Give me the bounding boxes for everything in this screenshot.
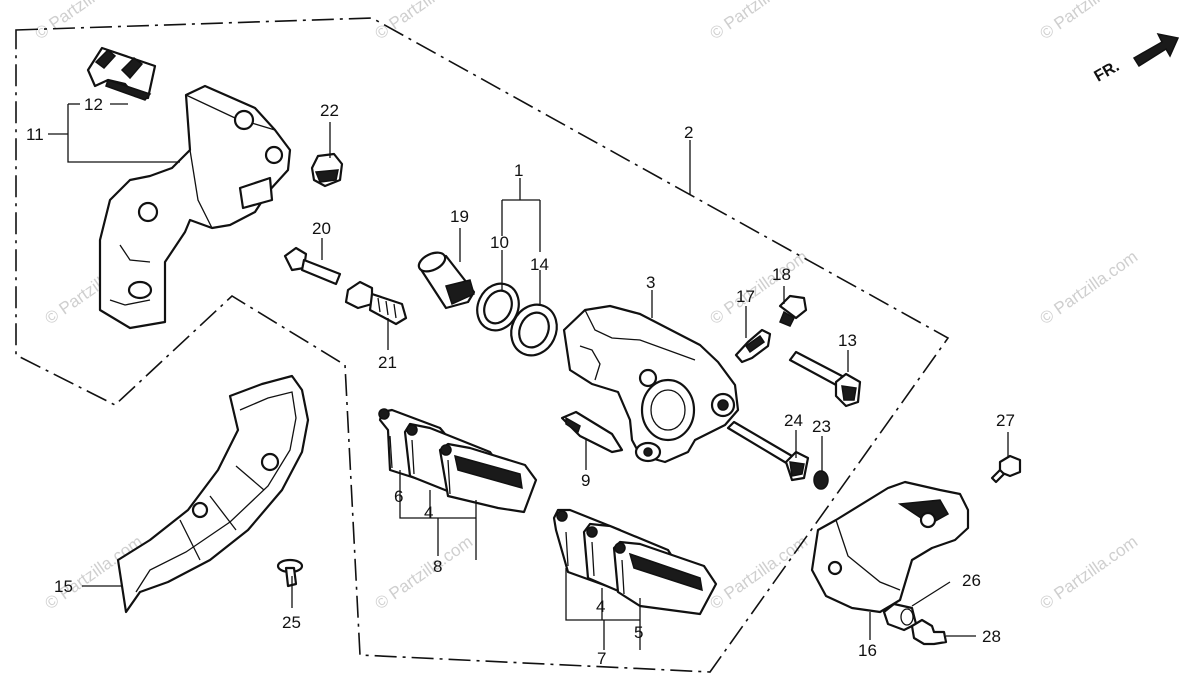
front-direction-arrow: FR. [1092,32,1180,86]
callout-21: 21 [378,353,397,372]
bolt-27-part [990,454,1022,484]
callout-5: 5 [634,623,643,642]
bolt-nut-22-part [310,152,344,188]
callout-labels: 1 2 3 4 4 5 6 7 8 9 10 11 12 13 14 15 16… [26,95,1015,668]
callout-7: 7 [597,649,606,668]
bolt-28-part [910,618,948,646]
disc-cover-part [116,374,310,614]
callout-4: 4 [596,597,605,616]
callout-25: 25 [282,613,301,632]
callout-23: 23 [812,417,831,436]
watermark: © Partzilla.com [31,0,136,43]
watermark: © Partzilla.com [371,532,476,613]
pad-spring-part [86,46,157,101]
callout-20: 20 [312,219,331,238]
callout-11: 11 [26,125,44,144]
caliper-guard-part [810,480,970,614]
watermark: © Partzilla.com [1036,247,1141,328]
callout-8: 8 [433,557,442,576]
pin-bolt-21-part [344,280,408,326]
callout-12: 12 [84,95,103,114]
callout-13: 13 [838,331,857,350]
pin-plug-part [813,470,829,490]
pad-pin-part [726,420,810,482]
callout-22: 22 [320,101,339,120]
screw-25-part [276,558,304,588]
callout-14: 14 [530,255,549,274]
brake-pad-set-7-part [552,508,718,616]
piston-part [417,251,476,310]
caliper-bracket-part [98,84,292,330]
dust-seal-part [510,303,558,357]
watermark: © Partzilla.com [371,0,476,43]
front-arrow-icon [1132,32,1180,68]
leader-lines [48,103,1009,650]
pin-bolt-13-part [788,350,862,408]
callout-2: 2 [684,123,693,142]
pin-bolt-20-part [283,246,342,286]
bleeder-cap-part [778,294,808,327]
collar-part [882,602,918,632]
callout-28: 28 [982,627,1001,646]
callout-15: 15 [54,577,73,596]
brake-pad-set-8-part [378,408,538,514]
callout-18: 18 [772,265,791,284]
callout-17: 17 [736,287,755,306]
callout-10: 10 [490,233,509,252]
callout-27: 27 [996,411,1015,430]
caliper-body-part [562,304,740,464]
callout-24: 24 [784,411,803,430]
watermark: © Partzilla.com [1036,532,1141,613]
front-marker-label: FR. [1092,58,1123,86]
assembly-2-boundary [15,17,950,673]
callout-16: 16 [858,641,877,660]
callout-6: 6 [394,487,403,506]
callout-19: 19 [450,207,469,226]
watermark: © Partzilla.com [1036,0,1141,43]
callout-26: 26 [962,571,981,590]
watermark: © Partzilla.com [706,532,811,613]
watermark: © Partzilla.com [706,0,811,43]
bleeder-valve-part [734,328,772,364]
callout-1: 1 [514,161,523,180]
callout-4: 4 [424,503,433,522]
callout-9: 9 [581,471,590,490]
callout-3: 3 [646,273,655,292]
pad-clip-part [560,410,624,454]
